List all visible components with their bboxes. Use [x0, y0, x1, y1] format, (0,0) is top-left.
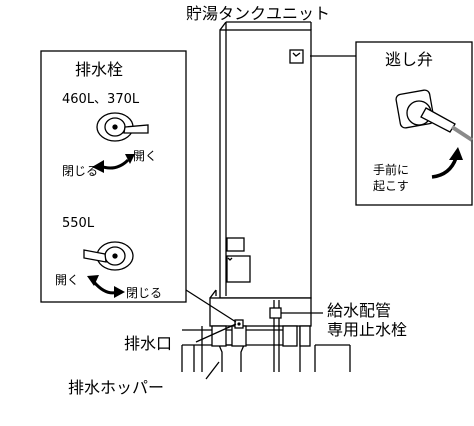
open-label-550: 開く: [55, 273, 80, 287]
tank-unit-label: 貯湯タンクユニット: [186, 4, 331, 23]
supply-pipe-label-1: 給水配管: [327, 301, 392, 320]
drain-plug-icon: [96, 112, 149, 142]
relief-valve-box: [289, 49, 304, 64]
close-label: 閉じる: [62, 164, 99, 178]
drain-hopper-label: 排水ホッパー: [68, 378, 165, 397]
bend-arrow-icon: [431, 157, 458, 179]
supply-valve: [269, 307, 282, 319]
open-label: 開く: [133, 149, 158, 163]
supply-pipe-label-2: 専用止水栓: [327, 322, 408, 338]
variant-small-label: 460L、370L: [62, 92, 140, 107]
drain-hopper-shape: [218, 344, 223, 372]
raise-label: 起こす: [373, 179, 409, 193]
tank-base: [209, 297, 312, 327]
drain-plug-title: 排水栓: [75, 60, 124, 79]
close-label-550: 閉じる: [126, 286, 163, 300]
drain-plug-icon-550: [83, 241, 134, 271]
relief-valve-icon: [395, 89, 474, 142]
drain-port-label: 排水口: [124, 334, 173, 353]
variant-large-label: 550L: [62, 216, 95, 231]
pull-toward-label: 手前に: [373, 163, 410, 177]
tank-body: [219, 29, 312, 299]
relief-valve-title: 逃し弁: [385, 50, 434, 69]
